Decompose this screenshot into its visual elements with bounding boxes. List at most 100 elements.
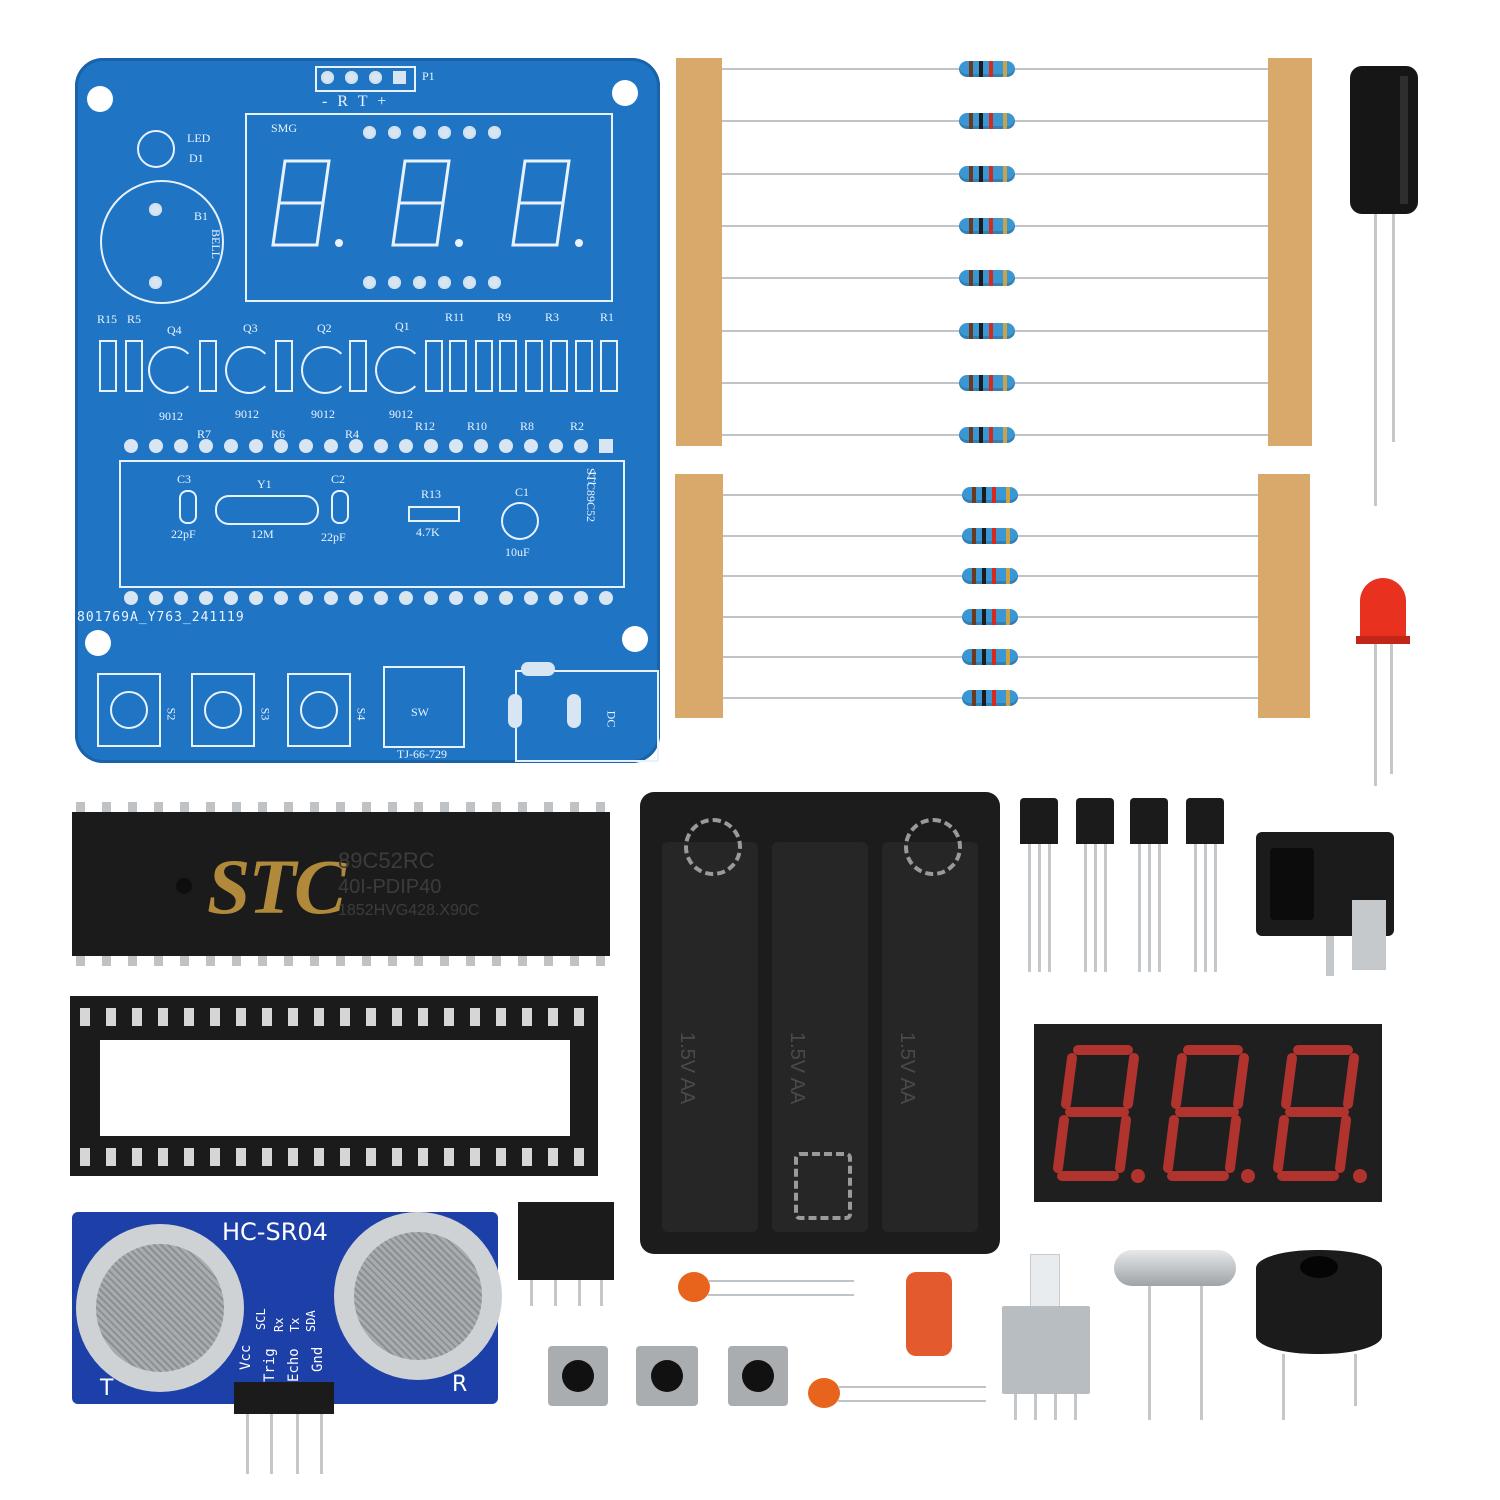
- resistor-ref: R8: [520, 419, 535, 433]
- chip-pins-top: [76, 802, 606, 812]
- display-pad: [438, 126, 451, 139]
- resistor: [959, 427, 1015, 444]
- battery-cell-label: 1.5V AA: [676, 1032, 698, 1105]
- display-pad: [488, 126, 501, 139]
- sensor-pin-label: Echo: [286, 1348, 302, 1382]
- resistor-ref: R11: [445, 310, 465, 324]
- cap-value: 22pF: [171, 527, 196, 541]
- tape-strip: [1258, 474, 1310, 718]
- dc-label: DC: [604, 710, 619, 728]
- transistor-footprint: [225, 346, 273, 394]
- tact-switch: [636, 1346, 698, 1406]
- resistor-footprint: [125, 340, 143, 392]
- female-header: [518, 1202, 614, 1280]
- resistor-footprint: [575, 340, 593, 392]
- switch-footprint: [97, 673, 161, 747]
- crystal-ref: Y1: [257, 477, 272, 491]
- resistor: [959, 113, 1015, 130]
- cap-ref: C3: [177, 472, 192, 486]
- led-ref: D1: [189, 151, 204, 165]
- cap-value: 22pF: [321, 530, 346, 544]
- transistor-part: 9012: [389, 407, 413, 421]
- switch-footprint: [191, 673, 255, 747]
- switch-leg: [1074, 1394, 1077, 1420]
- header-pad: [369, 71, 382, 84]
- mount-hole: [87, 86, 113, 112]
- crystal-oscillator: [1114, 1250, 1236, 1286]
- chip-brand: STC: [207, 843, 346, 930]
- sensor-alt-pin-label: Rx: [272, 1317, 286, 1332]
- battery-cell-label: 1.5V AA: [896, 1032, 918, 1105]
- resistor-footprint: [99, 340, 117, 392]
- transistor-ref: Q1: [395, 319, 410, 333]
- resistor-footprint: [425, 340, 443, 392]
- resistor-ref: R15: [97, 312, 118, 326]
- cap-footprint: [179, 490, 197, 524]
- transistor-leg: [1094, 844, 1097, 972]
- display-pad: [363, 276, 376, 289]
- transistor-leg: [1038, 844, 1041, 972]
- tape-strip: [1268, 58, 1312, 446]
- display-outline: [245, 113, 613, 302]
- power-switch-footprint: [383, 666, 465, 748]
- chip-line3: 1852HVG428.X90C: [338, 902, 480, 919]
- switch-cap: [906, 1272, 952, 1356]
- transistor-ref: Q4: [167, 323, 182, 337]
- chip-pins-bottom: [76, 956, 606, 966]
- resistor-ref: R7: [197, 427, 212, 441]
- header-pin: [554, 1280, 557, 1306]
- mount-hole: [85, 630, 111, 656]
- pcb-board: P1 - R T + LED D1 B1 BELL SMG R15 R5 Q4 …: [75, 58, 660, 763]
- transistor-ref: Q2: [317, 321, 332, 335]
- resistor-footprint: [475, 340, 493, 392]
- sensor-pin-label: Trig: [262, 1348, 278, 1382]
- resistor-footprint: [600, 340, 618, 392]
- tact-switch: [728, 1346, 788, 1406]
- resistor: [959, 270, 1015, 287]
- buzzer-footprint: [100, 180, 224, 304]
- resistor-footprint: [449, 340, 467, 392]
- buzzer-label: BELL: [209, 229, 223, 259]
- battery-slot: 1.5V AA: [662, 842, 758, 1232]
- sensor-pin: [296, 1414, 299, 1474]
- display-pad: [488, 276, 501, 289]
- transistor-part: 9012: [159, 409, 183, 423]
- sensor-pin-header: [234, 1382, 334, 1414]
- seven-segment-display: [1034, 1024, 1382, 1202]
- ic-top-pad-row: [124, 439, 613, 453]
- resistor-ref: R12: [415, 419, 436, 433]
- resistor-ref: R2: [570, 419, 585, 433]
- transistor-leg: [1104, 844, 1107, 972]
- resistor: [962, 608, 1018, 625]
- display-label: SMG: [271, 121, 298, 135]
- spring-contact: [904, 818, 962, 876]
- buzzer-ref: B1: [194, 209, 209, 223]
- sensor-alt-pin-label: SDA: [304, 1310, 318, 1332]
- sensor-left-mark: T: [100, 1376, 114, 1401]
- cap-value: 10uF: [505, 545, 530, 559]
- resistor-footprint: [408, 506, 460, 522]
- buzzer-pad: [149, 276, 162, 289]
- stc-chip: STC 89C52RC 40I-PDIP40 1852HVG428.X90C: [72, 812, 610, 956]
- resistor: [962, 568, 1018, 585]
- transistor-leg: [1158, 844, 1161, 972]
- ic-socket: [70, 996, 598, 1176]
- switch-leg: [1014, 1394, 1017, 1420]
- power-switch-label: SW: [411, 705, 429, 719]
- resistor: [959, 61, 1015, 77]
- resistor: [962, 690, 1018, 706]
- dc-jack-terminal: [1352, 900, 1386, 970]
- crystal-leg: [1200, 1286, 1203, 1420]
- crystal-footprint: [215, 495, 319, 525]
- header-pad: [321, 71, 334, 84]
- resistor: [959, 165, 1015, 182]
- display-pad: [388, 276, 401, 289]
- resistor-ref: R13: [421, 487, 442, 501]
- buzzer-leg: [1282, 1354, 1285, 1420]
- resistor-ref: R5: [127, 312, 142, 326]
- resistor-footprint: [349, 340, 367, 392]
- switch-footprint: [287, 673, 351, 747]
- transistor: [1186, 798, 1224, 844]
- header-pin: [578, 1280, 581, 1306]
- spring-contact: [684, 818, 742, 876]
